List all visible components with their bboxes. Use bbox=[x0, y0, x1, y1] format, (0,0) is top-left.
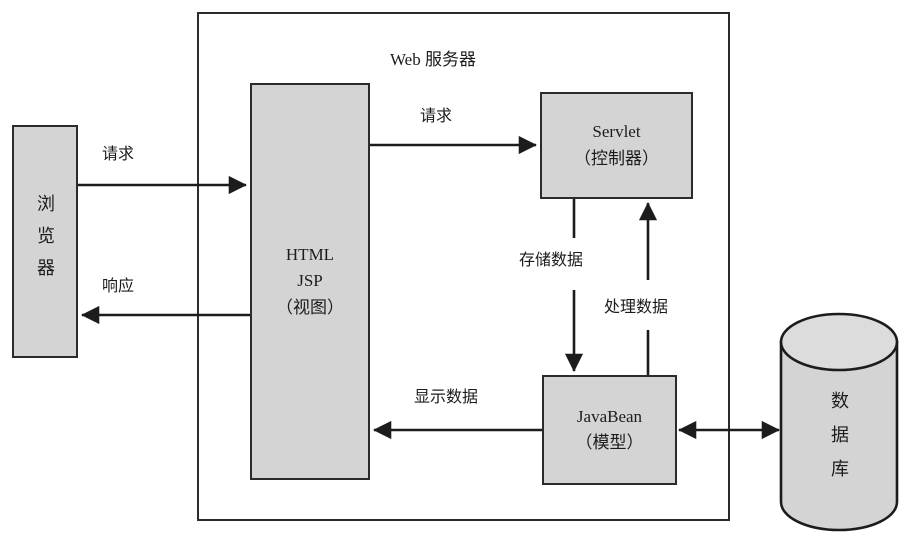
node-model[interactable]: JavaBean （模型） bbox=[542, 375, 677, 485]
web-server-container bbox=[197, 12, 730, 521]
edge-label-view-to-browser: 响应 bbox=[102, 278, 135, 295]
edge-label-browser-to-view: 请求 bbox=[102, 146, 135, 163]
node-database-char-0: 数 bbox=[831, 390, 849, 411]
node-view-line3: （视图） bbox=[276, 297, 344, 317]
node-model-line1: JavaBean bbox=[576, 406, 643, 426]
edge-label-model-to-view: 显示数据 bbox=[414, 389, 479, 406]
node-browser[interactable]: 浏览器 bbox=[12, 125, 78, 358]
node-controller-line2: （控制器） bbox=[574, 148, 659, 168]
edge-label-model-to-controller: 处理数据 bbox=[604, 299, 669, 316]
node-view-line2: JSP bbox=[297, 271, 323, 291]
node-controller[interactable]: Servlet （控制器） bbox=[540, 92, 693, 199]
edge-label-view-to-controller: 请求 bbox=[420, 108, 453, 125]
edge-label-controller-to-model: 存储数据 bbox=[519, 252, 584, 269]
node-controller-line1: Servlet bbox=[592, 122, 641, 142]
node-browser-label: 浏览器 bbox=[35, 193, 55, 290]
node-database-char-1: 据 bbox=[831, 424, 849, 445]
node-database-char-2: 库 bbox=[831, 459, 849, 480]
node-view-line1: HTML bbox=[285, 244, 335, 264]
database-cylinder bbox=[779, 312, 899, 532]
node-view[interactable]: HTML JSP （视图） bbox=[250, 83, 370, 480]
node-database[interactable]: 数 据 库 bbox=[810, 370, 870, 500]
node-model-line2: （模型） bbox=[575, 433, 644, 452]
web-server-title: Web 服务器 bbox=[390, 50, 476, 69]
